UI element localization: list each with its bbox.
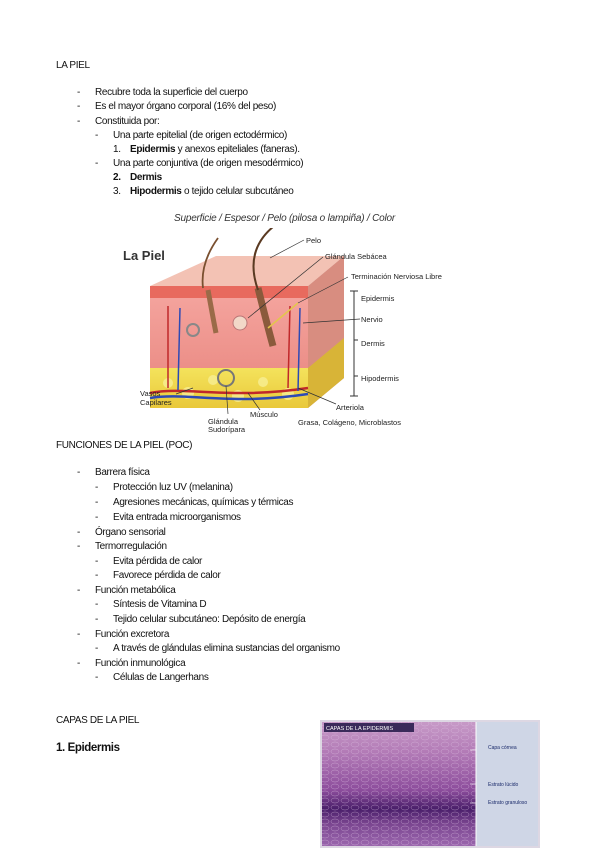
function-sub-item: Favorece pérdida de calor [113, 570, 221, 581]
bullet-item: Recubre toda la superficie del cuerpo [95, 87, 248, 98]
function-sub-item: Evita entrada microorganismos [113, 512, 241, 523]
bullet-dash: - [77, 116, 81, 127]
capillaries [167, 305, 291, 389]
term-bold: Hipodermis [130, 186, 182, 197]
capillaries [177, 307, 301, 392]
function-item: Barrera física [95, 467, 150, 478]
label-capa-cornea: Capa córnea [488, 745, 517, 751]
function-sub-item: Células de Langerhans [113, 672, 209, 683]
function-sub-item: Agresiones mecánicas, químicas y térmica… [113, 497, 294, 508]
term-bold: Epidermis [130, 144, 176, 155]
micrograph-legend-panel [476, 722, 538, 846]
numbered-item-number: 2. [113, 172, 121, 183]
sub-bullet-dash: - [95, 672, 99, 683]
epidermis-micrograph: CAPAS DE LA EPIDERMIS Capa córnea Estrat… [320, 720, 540, 848]
function-item: Función inmunológica [95, 658, 186, 669]
label-dermis: Dermis [361, 339, 385, 348]
sub-bullet-dash: - [95, 614, 99, 625]
function-item: Función metabólica [95, 585, 176, 596]
skin-side-fat [308, 338, 344, 408]
sub-bullet-dash: - [95, 599, 99, 610]
sebaceous-gland [232, 315, 248, 331]
sub-bullet-dash: - [95, 482, 99, 493]
epidermis-layer [150, 286, 308, 298]
skin-top-surface [150, 256, 344, 286]
sub-bullet-dash: - [95, 570, 99, 581]
hair-shaft [252, 228, 274, 291]
sub-bullet-dash: - [95, 512, 99, 523]
bullet-item: Es el mayor órgano corporal (16% del pes… [95, 101, 276, 112]
section-title-capas: CAPAS DE LA PIEL [56, 715, 140, 726]
sub-bullet-dash: - [95, 158, 99, 169]
label-grasa: Grasa, Colágeno, Microblastos [298, 418, 401, 427]
function-item: Función excretora [95, 629, 170, 640]
numbered-item-epidermis: Epidermis y anexos epiteliales (faneras)… [130, 144, 300, 156]
function-sub-item: A través de glándulas elimina sustancias… [113, 643, 340, 654]
function-sub-item: Síntesis de Vitamina D [113, 599, 207, 610]
vein [149, 392, 309, 401]
bullet-dash: - [77, 467, 81, 478]
label-epidermis: Epidermis [361, 294, 395, 303]
layer-bracket [350, 290, 358, 397]
hair-follicle [205, 289, 219, 334]
bullet-dash: - [77, 527, 81, 538]
micrograph-title: CAPAS DE LA EPIDERMIS [326, 726, 393, 732]
function-sub-item: Evita pérdida de calor [113, 556, 203, 567]
label-pelo: Pelo [306, 236, 321, 245]
term-rest: y anexos epiteliales (faneras). [175, 144, 300, 155]
diagram-title: La Piel [123, 248, 165, 263]
sub-bullet-dash: - [95, 643, 99, 654]
label-hipodermis: Hipodermis [361, 374, 399, 383]
sub-bullet-dash: - [95, 497, 99, 508]
function-item: Termorregulación [95, 541, 167, 552]
label-arteriola: Arteriola [336, 403, 365, 412]
bullet-dash: - [77, 101, 81, 112]
bullet-item: Constituida por: [95, 116, 160, 127]
hair-shaft [201, 237, 219, 289]
label-musculo: Músculo [250, 410, 278, 419]
artery [149, 386, 309, 395]
sub-bullet-item: Una parte epitelial (de origen ectodérmi… [113, 130, 287, 141]
skin-diagram: La Piel Pelo Glándula Sebácea Terminació… [123, 228, 442, 434]
function-item: Órgano sensorial [95, 527, 166, 538]
bullet-dash: - [77, 585, 81, 596]
micrograph-title-bar [324, 723, 414, 732]
sweat-gland [186, 323, 200, 337]
label-capilares: Capilares [140, 398, 172, 407]
label-glandula-sudoripara-2: Sudorípara [208, 425, 246, 434]
image-caption: Superficie / Espesor / Pelo (pilosa o la… [174, 213, 395, 224]
bullet-dash: - [77, 87, 81, 98]
sub-bullet-item: Una parte conjuntiva (de origen mesodérm… [113, 158, 304, 169]
function-sub-item: Protección luz UV (melanina) [113, 482, 233, 493]
numbered-item-dermis: Dermis [130, 172, 162, 183]
label-terminacion-nerviosa: Terminación Nerviosa Libre [351, 272, 442, 281]
label-estrato-lucido: Estrato lúcido [488, 782, 519, 788]
function-sub-item: Tejido celular subcutáneo: Depósito de e… [113, 614, 306, 625]
bullet-dash: - [77, 541, 81, 552]
sub-bullet-dash: - [95, 556, 99, 567]
hypodermis-layer [150, 368, 308, 408]
term-rest: o tejido celular subcutáneo [181, 186, 294, 197]
section-title-funciones: FUNCIONES DE LA PIEL (POC) [56, 440, 193, 451]
micrograph-cells [322, 722, 476, 846]
section-title-la-piel: LA PIEL [56, 60, 90, 71]
numbered-item-number: 1. [113, 144, 121, 155]
sub-bullet-dash: - [95, 130, 99, 141]
label-vasos: Vasos [140, 389, 161, 398]
bullet-dash: - [77, 658, 81, 669]
label-nervio: Nervio [361, 315, 383, 324]
epidermis-heading: 1. Epidermis [56, 742, 120, 754]
numbered-item-hipodermis: Hipodermis o tejido celular subcutáneo [130, 186, 294, 198]
bullet-dash: - [77, 629, 81, 640]
label-estrato-granuloso: Estrato granuloso [488, 800, 527, 806]
leader-lines [175, 239, 361, 415]
hair-follicle [254, 287, 277, 347]
label-glandula-sebacea: Glándula Sebácea [325, 252, 388, 261]
dermis-layer [150, 286, 308, 368]
label-glandula-sudoripara: Glándula [208, 417, 239, 426]
nerve [267, 302, 299, 329]
numbered-item-number: 3. [113, 186, 121, 197]
